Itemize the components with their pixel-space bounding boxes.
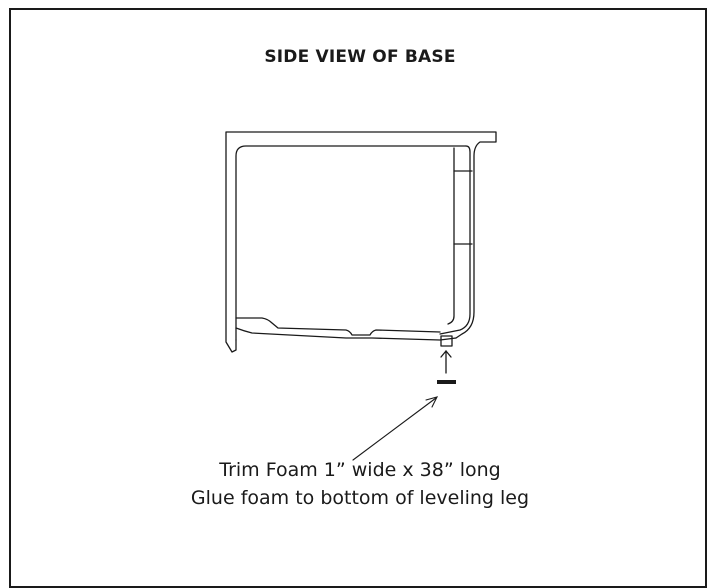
- base-floor-lower: [235, 327, 457, 341]
- base-right-pocket: [447, 147, 455, 325]
- base-left-inner-wall: [235, 145, 467, 341]
- leader-line: [352, 397, 437, 461]
- leveling-leg: [440, 335, 453, 347]
- caption-trim-foam: Trim Foam 1” wide x 38” long: [219, 459, 501, 481]
- base-floor: [235, 317, 441, 336]
- base-right-channel: [439, 145, 471, 335]
- diagram-title: SIDE VIEW OF BASE: [264, 47, 456, 67]
- leg-arrow-head: [440, 349, 452, 358]
- foam-strip: [437, 380, 456, 384]
- leader-arrow-head: [425, 396, 439, 408]
- base-side-view-drawing: [225, 131, 497, 461]
- caption-glue-foam: Glue foam to bottom of leveling leg: [190, 487, 530, 509]
- base-outer-shell: [225, 131, 497, 353]
